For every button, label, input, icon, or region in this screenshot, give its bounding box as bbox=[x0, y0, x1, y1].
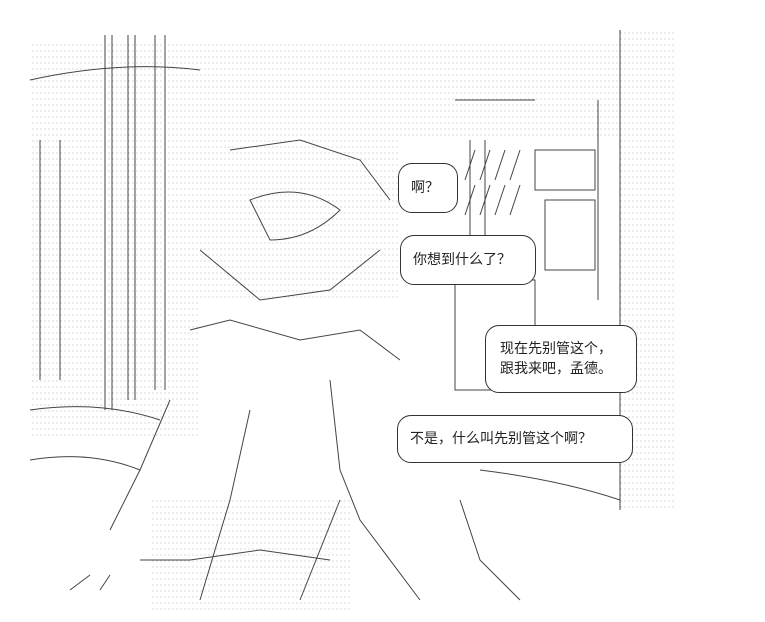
diagonal-hatching bbox=[464, 149, 521, 216]
speech-bubble-4: 不是，什么叫先别管这个啊？ bbox=[397, 415, 633, 463]
speech-bubble-1: 啊？ bbox=[398, 163, 458, 213]
speech-text-1: 啊？ bbox=[411, 180, 439, 196]
ground-lines bbox=[29, 66, 621, 591]
left-pillars bbox=[39, 35, 166, 410]
dotted-region-bottom bbox=[150, 500, 350, 610]
speech-bubble-3: 现在先别管这个， 跟我来吧，孟德。 bbox=[485, 325, 637, 393]
character-figure bbox=[109, 139, 521, 601]
speech-text-2: 你想到什么了？ bbox=[413, 252, 511, 268]
dotted-region-top bbox=[30, 40, 620, 140]
speech-text-3: 现在先别管这个， 跟我来吧，孟德。 bbox=[500, 341, 612, 377]
speech-text-4: 不是，什么叫先别管这个啊？ bbox=[410, 431, 592, 447]
dotted-region-center bbox=[200, 140, 400, 300]
dotted-region-left bbox=[30, 140, 200, 440]
speech-bubble-2: 你想到什么了？ bbox=[400, 235, 536, 285]
